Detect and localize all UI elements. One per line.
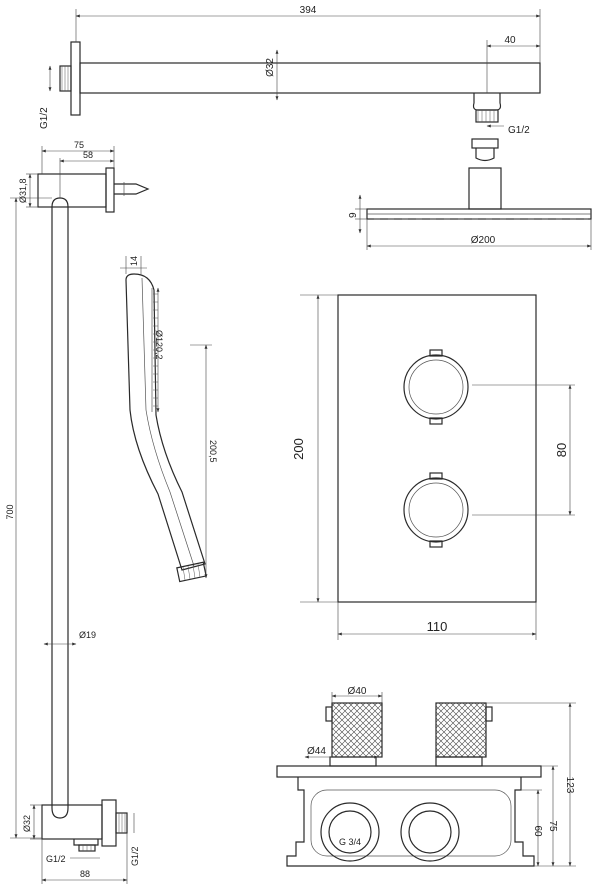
slide-rail: 75 58 Ø31,8 700 Ø19 Ø32 88 G1/2 G1/2 [5, 140, 150, 884]
rail-outlet-thread [115, 812, 128, 834]
dim-handshower-width: 14 [129, 256, 139, 266]
body-box [286, 777, 535, 867]
dim-handshower-face: Ø120,2 [154, 330, 164, 360]
arm-thread-stub [59, 65, 72, 92]
dim-rail-diameter: Ø19 [79, 630, 96, 640]
wall-flange [70, 41, 81, 116]
body-knob-right [435, 702, 493, 767]
dim-bracket-diameter: Ø31,8 [18, 178, 28, 203]
dim-outlet-thread-right: G1/2 [130, 846, 140, 866]
body-port-right [400, 802, 460, 862]
dim-plate-height: 200 [291, 438, 306, 460]
rail-outlet-bracket [41, 804, 103, 840]
body-cover-plate [276, 765, 542, 778]
body-port-left: G 3/4 [320, 802, 380, 862]
valve-body: G 3/4 Ø40 Ø44 123 75 60 [276, 686, 576, 867]
rail-top-bracket [37, 173, 107, 208]
dim-arm-thread: G1/2 [39, 107, 50, 129]
dim-bracket-depth: 58 [83, 150, 93, 160]
hand-shower: 14 Ø120,2 200,5 [120, 256, 218, 583]
dim-head-diameter: Ø200 [471, 235, 496, 246]
body-knob-left [325, 702, 383, 767]
dim-handshower-length: 200,5 [208, 440, 218, 463]
dim-bracket-width: 75 [74, 140, 84, 150]
dim-head-thread: G1/2 [508, 125, 530, 136]
dim-rail-height: 700 [5, 504, 15, 519]
dim-plate-width: 110 [427, 619, 448, 634]
plate-outline [337, 294, 537, 603]
arm-head-connector [472, 93, 502, 111]
body-connection-label: G 3/4 [339, 837, 361, 847]
head-stem [468, 167, 502, 210]
dim-body-depth-total: 123 [564, 777, 575, 794]
dim-knob-diameter: Ø40 [348, 686, 367, 697]
dim-arm-length: 394 [300, 5, 317, 16]
dim-arm-diameter: Ø32 [265, 58, 276, 77]
hand-shower-body [125, 273, 206, 571]
arm-tube [79, 62, 541, 94]
knob-bottom [403, 472, 469, 548]
dim-knob-spacing: 80 [554, 443, 569, 457]
dim-body-depth-box: 60 [532, 825, 543, 837]
shower-head: 9 Ø200 [348, 138, 592, 250]
dim-body-depth-mid: 75 [547, 820, 558, 832]
dim-outlet-diameter: Ø32 [22, 815, 32, 832]
thermostat-plate: 200 110 80 [291, 294, 575, 640]
dim-head-thickness: 9 [348, 212, 359, 218]
knob-top [403, 349, 469, 425]
dim-arm-offset: 40 [504, 35, 516, 46]
wall-arm: 394 40 Ø32 G1/2 G1/2 [39, 5, 541, 136]
arm-head-thread [475, 109, 499, 123]
head-nut [471, 138, 499, 149]
dim-outlet-width: 88 [80, 869, 90, 879]
dim-knob-base: Ø44 [307, 746, 326, 757]
rail-screw [114, 183, 150, 195]
rail-tube [51, 197, 69, 819]
dim-outlet-thread-left: G1/2 [46, 854, 66, 864]
